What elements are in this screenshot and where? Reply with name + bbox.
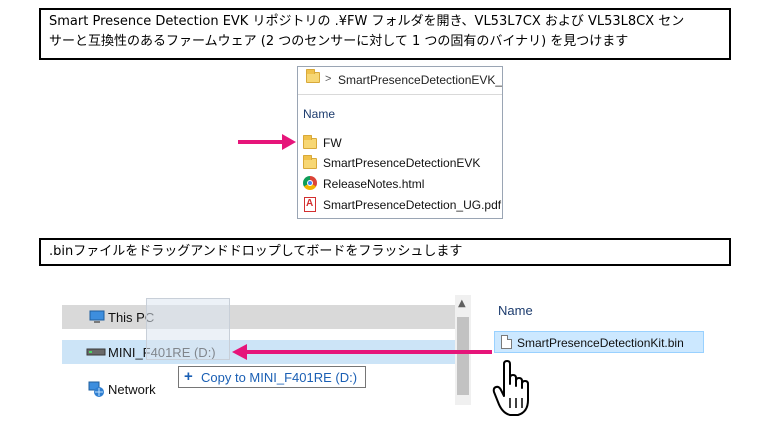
nav-item-label: Network xyxy=(108,382,156,397)
scroll-thumb[interactable] xyxy=(457,317,469,395)
file-item-label: ReleaseNotes.html xyxy=(323,177,425,191)
file-item-bin[interactable]: SmartPresenceDetectionKit.bin xyxy=(494,331,704,353)
drive-icon xyxy=(86,348,106,356)
scroll-up-arrow-icon[interactable]: ▲ xyxy=(458,298,466,309)
chrome-icon xyxy=(303,176,317,190)
copy-tooltip: + Copy to MINI_F401RE (D:) xyxy=(178,366,366,388)
network-icon xyxy=(88,381,104,397)
computer-icon xyxy=(89,310,105,323)
step2-caption: .binファイルをドラッグアンドドロップしてボードをフラッシュします xyxy=(39,238,731,266)
plus-icon: + xyxy=(184,368,193,385)
nav-item-network[interactable]: Network xyxy=(62,377,457,401)
file-item-label: FW xyxy=(323,136,342,150)
hand-cursor-icon xyxy=(492,360,529,416)
column-header-name[interactable]: Name xyxy=(303,107,336,121)
step1-caption-line2: サーと互換性のあるファームウェア (2 つのセンサーに対して 1 つの固有のバイ… xyxy=(49,34,629,49)
nav-item-label: This PC xyxy=(108,310,155,325)
pdf-icon xyxy=(304,197,316,212)
step1-caption: Smart Presence Detection EVK リポジトリの .¥FW… xyxy=(39,8,731,60)
step2-caption-text: .binファイルをドラッグアンドドロップしてボードをフラッシュします xyxy=(49,244,463,259)
column-header-name[interactable]: Name xyxy=(498,303,533,318)
folder-icon xyxy=(306,69,320,83)
file-item-label: SmartPresenceDetection_UG.pdf xyxy=(323,198,502,212)
address-path[interactable]: SmartPresenceDetectionEVK_v xyxy=(338,73,503,87)
explorer-window-fw: > SmartPresenceDetectionEVK_v Name FW Sm… xyxy=(297,66,503,219)
drag-preview xyxy=(146,298,230,360)
address-bar[interactable]: > SmartPresenceDetectionEVK_v xyxy=(298,67,502,95)
file-item-label: SmartPresenceDetectionEVK xyxy=(323,156,481,170)
folder-icon xyxy=(303,135,317,149)
file-icon xyxy=(501,335,512,349)
chevron-right-icon[interactable]: > xyxy=(325,73,332,85)
nav-item-this-pc[interactable]: This PC xyxy=(62,305,457,329)
copy-tooltip-text: Copy to MINI_F401RE (D:) xyxy=(201,370,358,385)
folder-icon xyxy=(303,155,317,169)
file-item-label: SmartPresenceDetectionKit.bin xyxy=(517,336,684,350)
step1-caption-line1: Smart Presence Detection EVK リポジトリの .¥FW… xyxy=(49,14,685,29)
